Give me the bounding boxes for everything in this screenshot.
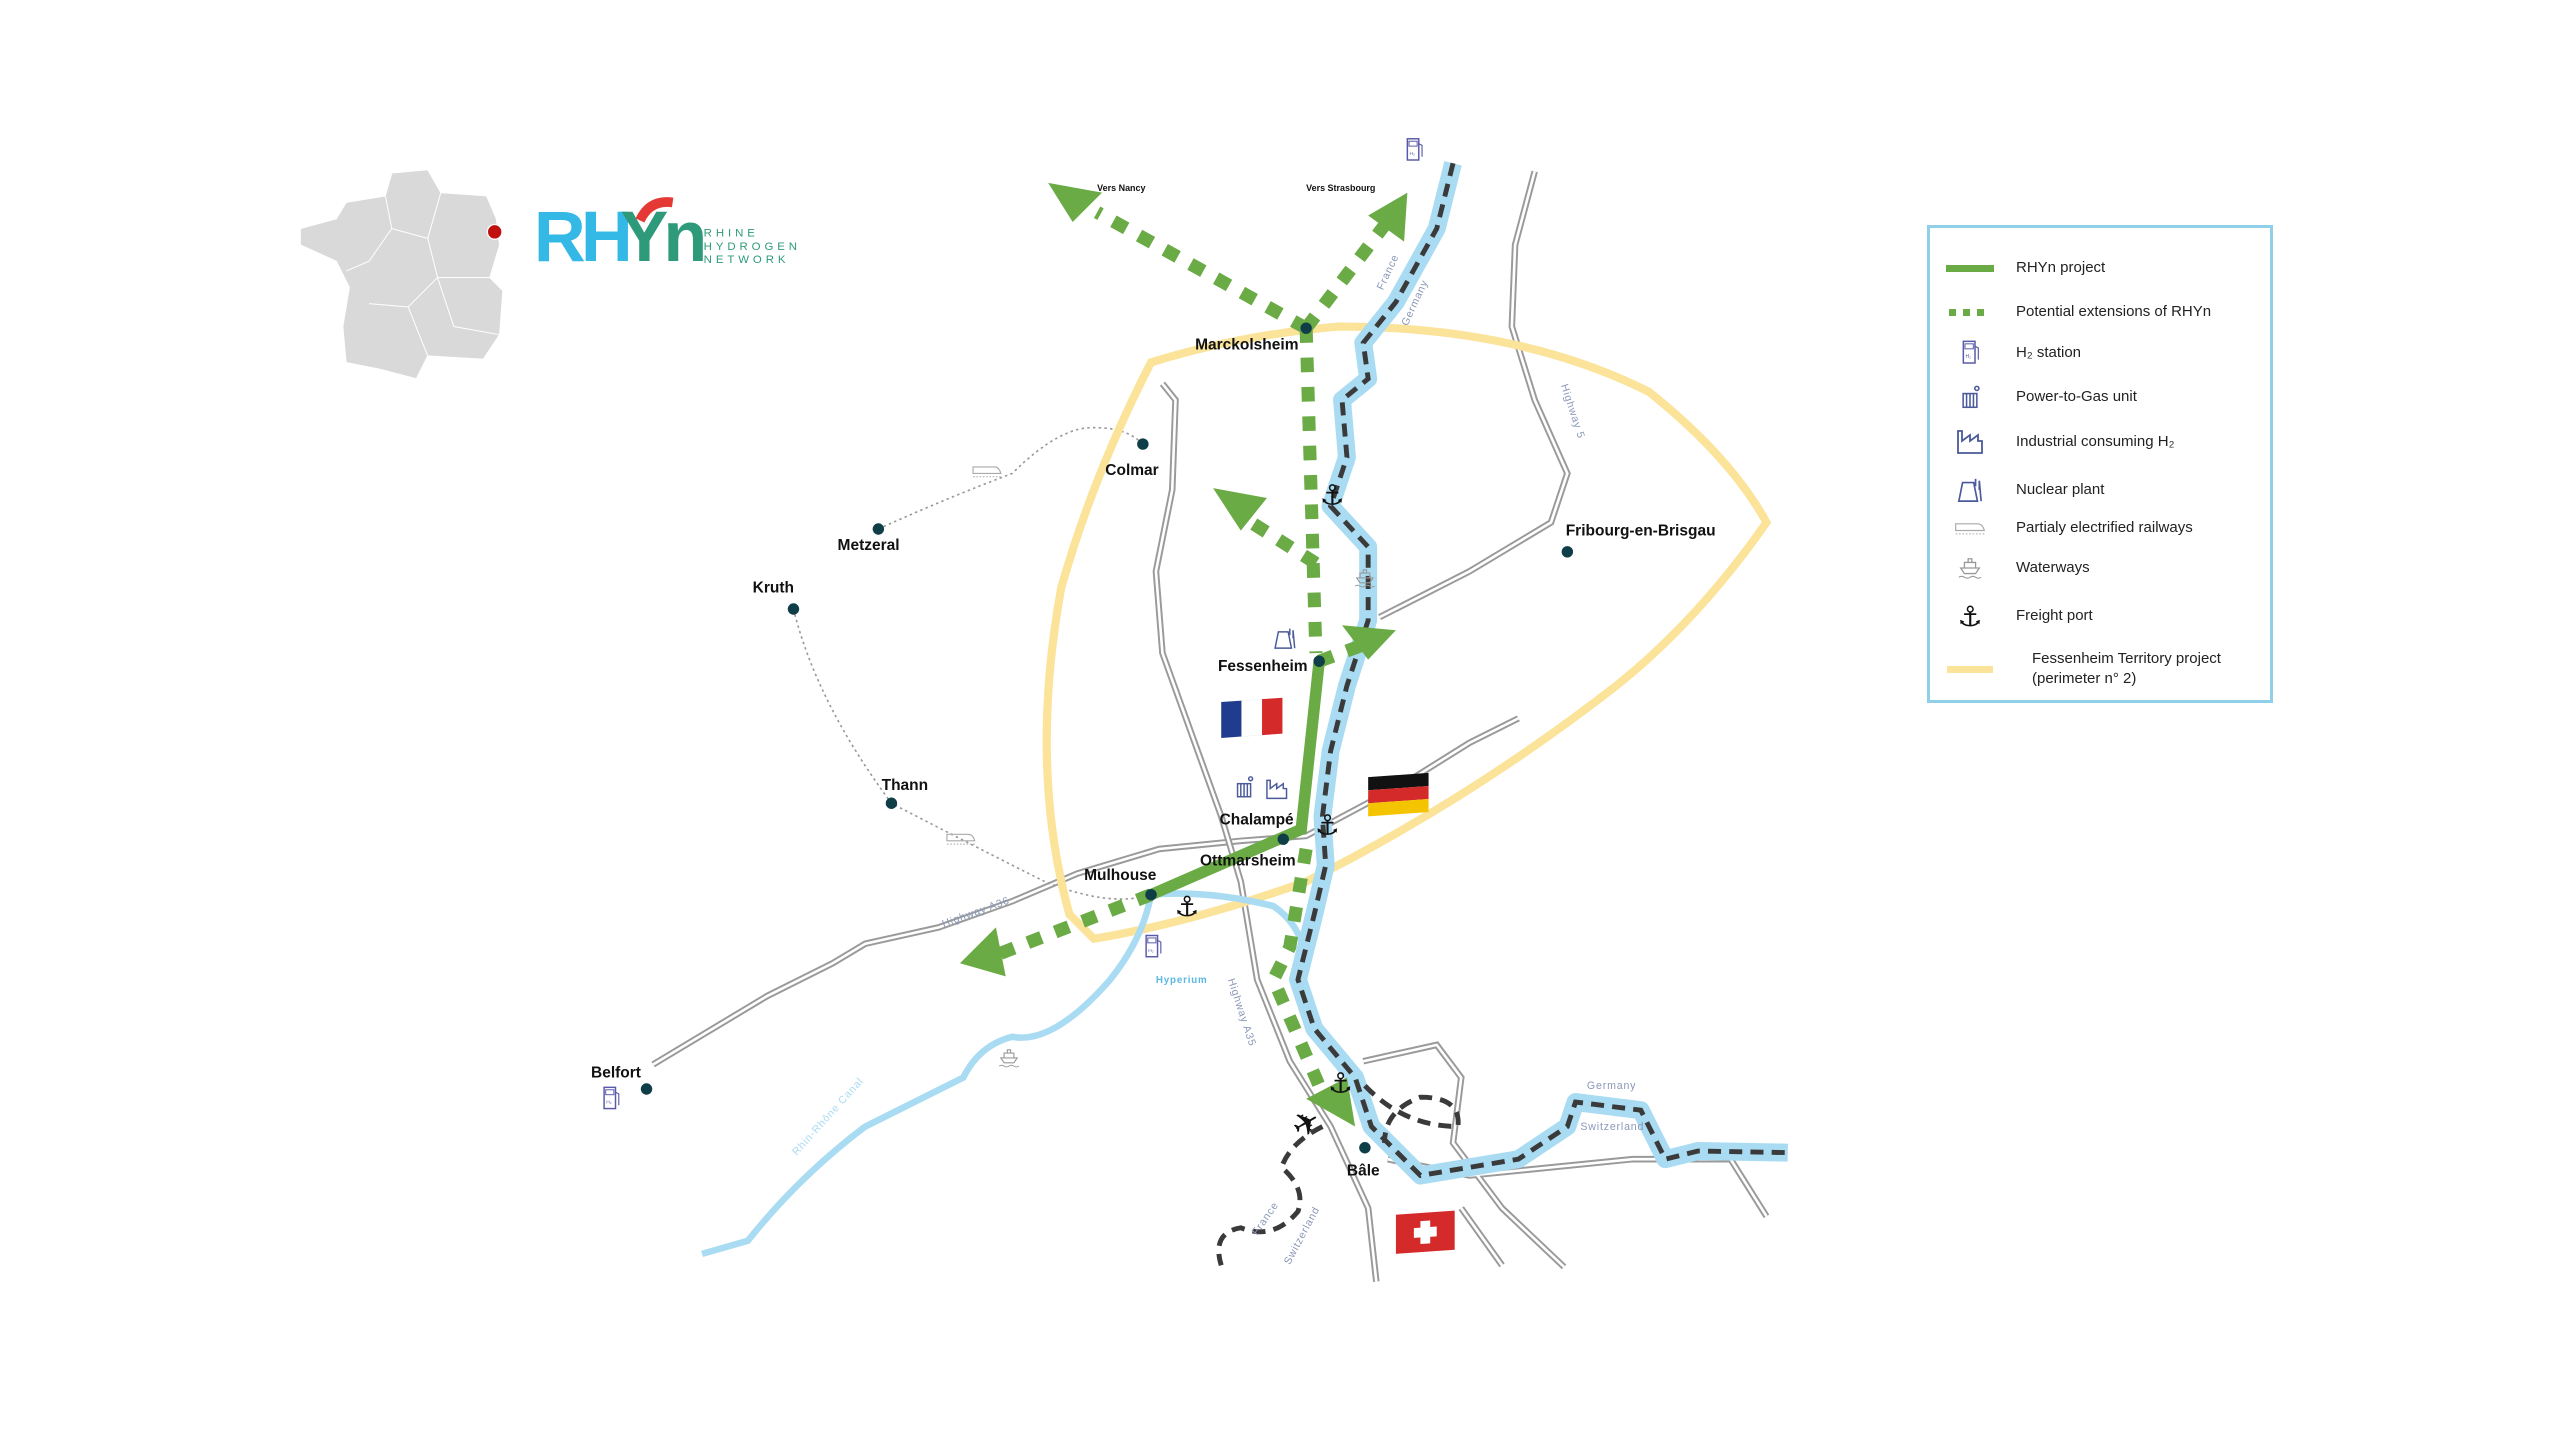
city-ottmarsheim: Ottmarsheim xyxy=(1200,852,1296,869)
legend-item-extensions: Potential extensions of RHYn xyxy=(1930,292,2270,332)
legend-label: Nuclear plant xyxy=(2016,481,2105,498)
label-canal: Rhin-Rhône Canal xyxy=(790,1075,866,1158)
logo-sub-3: NETWORK xyxy=(704,254,790,266)
h2-station-icon xyxy=(1962,340,1980,364)
city-fribourg: Fribourg-en-Brisgau xyxy=(1566,523,1716,540)
city-mulhouse: Mulhouse xyxy=(1084,867,1157,884)
flag-france xyxy=(1221,697,1283,738)
anchor-icon xyxy=(1327,1066,1353,1100)
city-kruth: Kruth xyxy=(753,580,794,597)
location-marker xyxy=(486,223,503,240)
label-hyperium: Hyperium xyxy=(1156,975,1208,986)
svg-text:Yn: Yn xyxy=(620,197,703,277)
nuclear-plant-icon xyxy=(1274,628,1296,649)
industry-icon xyxy=(1266,779,1288,800)
city-dots xyxy=(640,322,1574,1154)
logo-sub-1: RHINE xyxy=(704,228,759,240)
city-chalampe: Chalampé xyxy=(1220,811,1294,828)
arrow-southwest xyxy=(960,927,1006,977)
border-label-france-3: France xyxy=(1250,1200,1282,1238)
label-highway-a36: Highway A36 xyxy=(941,895,1012,931)
map-legend: RHYn project Potential extensions of RHY… xyxy=(1927,225,2273,703)
arrow-vers-nancy xyxy=(1048,182,1103,223)
rhyn-project-pipeline xyxy=(1145,655,1325,901)
potential-extensions xyxy=(993,206,1390,1089)
power-to-gas-icon xyxy=(1236,776,1254,798)
border-label-switzerland-2: Switzerland xyxy=(1580,1121,1644,1133)
legend-item-power-to-gas: Power-to-Gas unit xyxy=(1930,377,2270,417)
logo-sub-2: HYDROGEN xyxy=(704,241,801,253)
city-thann: Thann xyxy=(882,777,929,794)
arrow-east xyxy=(1342,625,1396,660)
anchor-icon xyxy=(1174,889,1200,923)
border-label-germany-2: Germany xyxy=(1587,1080,1636,1092)
flag-germany xyxy=(1368,772,1429,817)
h2-station-icon xyxy=(1406,137,1423,161)
city-colmar: Colmar xyxy=(1105,462,1158,479)
solid-green-line-icon xyxy=(1946,264,1994,272)
legend-item-fessenheim: Fessenheim Territory project (perimeter … xyxy=(1930,646,2270,692)
border-label-switzerland-3: Switzerland xyxy=(1282,1205,1323,1267)
nuclear-plant-icon xyxy=(1957,478,1982,502)
railways xyxy=(792,426,1152,900)
dotted-green-line-icon xyxy=(1949,308,1991,316)
h2-station-icon xyxy=(603,1086,620,1110)
legend-item-freight-port: ⚓ Freight port xyxy=(1930,596,2270,636)
svg-text:RH: RH xyxy=(534,197,629,277)
france-switzerland-border xyxy=(1216,1084,1461,1267)
legend-label: RHYn project xyxy=(2016,259,2106,276)
h2-station-icon xyxy=(1145,934,1162,958)
industry-icon xyxy=(1957,430,1983,454)
rhyn-logo: RH Yn RHINE HYDROGEN NETWORK xyxy=(534,197,801,277)
label-vers-nancy: Vers Nancy xyxy=(1097,183,1145,193)
city-metzeral: Metzeral xyxy=(838,537,900,554)
label-highway-5: Highway 5 xyxy=(1558,383,1587,441)
power-to-gas-icon xyxy=(1962,385,1980,409)
waterway-icon xyxy=(1958,558,1982,579)
flag-switzerland xyxy=(1395,1210,1455,1254)
city-bale: Bâle xyxy=(1347,1163,1380,1180)
legend-label: Fessenheim Territory project xyxy=(2032,650,2221,667)
legend-item-industrial: Industrial consuming H₂ xyxy=(1930,422,2270,462)
anchor-icon xyxy=(1319,478,1345,512)
legend-label-line2: (perimeter n° 2) xyxy=(2032,670,2137,687)
railway-icon xyxy=(972,466,1002,478)
legend-item-railways: Partialy electrified railways xyxy=(1930,508,2270,548)
legend-item-waterways: Waterways xyxy=(1930,548,2270,588)
legend-label: H₂ station xyxy=(2016,344,2082,361)
arrow-vers-strasbourg xyxy=(1368,192,1408,242)
city-fessenheim: Fessenheim xyxy=(1218,658,1308,675)
rhine-river xyxy=(1216,161,1788,1267)
city-belfort: Belfort xyxy=(591,1065,641,1082)
city-marckolsheim: Marckolsheim xyxy=(1195,336,1298,353)
railway-icon xyxy=(1955,523,1985,535)
legend-label: Potential extensions of RHYn xyxy=(2016,303,2212,320)
yellow-line-icon xyxy=(1947,665,1993,673)
label-vers-strasbourg: Vers Strasbourg xyxy=(1306,183,1375,193)
fessenheim-perimeter xyxy=(1042,322,1772,944)
anchor-icon xyxy=(1314,808,1340,842)
legend-item-rhyn-project: RHYn project xyxy=(1930,248,2270,288)
legend-label: Power-to-Gas unit xyxy=(2016,388,2137,405)
extension-arrowheads xyxy=(960,182,1408,1127)
legend-item-h2-station: H₂ station xyxy=(1930,333,2270,373)
legend-label: Partialy electrified railways xyxy=(2016,519,2193,536)
legend-label: Waterways xyxy=(2016,559,2090,576)
legend-item-nuclear: Nuclear plant xyxy=(1930,470,2270,510)
arrow-northwest xyxy=(1213,488,1267,531)
legend-label: Industrial consuming H₂ xyxy=(2016,433,2175,450)
label-highway-a35: Highway A35 xyxy=(1225,977,1258,1048)
railway-icon xyxy=(946,833,976,845)
france-overview-map xyxy=(299,169,504,380)
waterway-icon xyxy=(998,1049,1020,1068)
anchor-icon: ⚓ xyxy=(1957,599,1983,633)
rhin-rhone-canal xyxy=(701,890,1310,1258)
legend-label: Freight port xyxy=(2016,607,2093,624)
